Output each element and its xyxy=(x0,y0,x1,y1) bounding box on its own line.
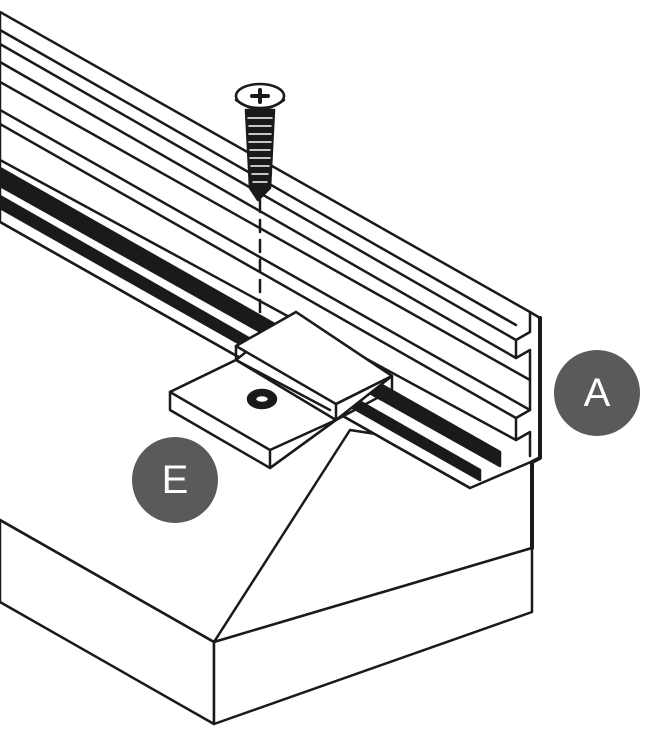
callout-a: A xyxy=(554,350,640,436)
mounting-clip xyxy=(168,310,394,470)
countersunk-screw xyxy=(234,82,286,334)
mounting-board xyxy=(0,428,534,726)
track-rail xyxy=(0,10,542,550)
callout-e: E xyxy=(132,437,218,523)
callout-e-label: E xyxy=(162,458,189,502)
callout-a-label: A xyxy=(584,371,611,415)
